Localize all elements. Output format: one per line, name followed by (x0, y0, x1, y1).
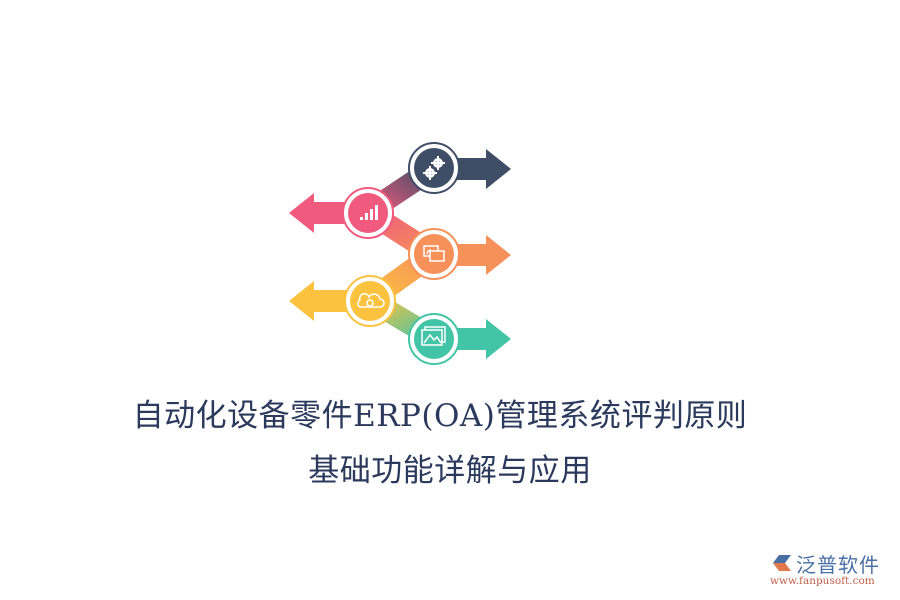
step-circle-2 (342, 187, 394, 239)
title-line-2: 基础功能详解与应用 (308, 453, 592, 489)
bar-chart-icon (360, 205, 378, 220)
title-line-1: 自动化设备零件ERP(OA)管理系统评判原则 (132, 398, 748, 434)
step-circle-1 (408, 142, 460, 194)
step-circle-3 (408, 228, 460, 280)
cloud-sync-icon (357, 293, 385, 308)
step-circle-4 (344, 275, 396, 327)
fanpusoft-logo: 泛普软件 www.fanpusoft.com (770, 551, 895, 591)
gears-icon (423, 156, 445, 180)
logo-url: www.fanpusoft.com (770, 575, 875, 587)
image-gallery-icon (421, 326, 446, 346)
step-circle-5 (408, 313, 460, 365)
logo-name: 泛普软件 (796, 553, 880, 577)
screen-share-icon (423, 245, 445, 262)
logo-mark-icon (773, 555, 791, 571)
